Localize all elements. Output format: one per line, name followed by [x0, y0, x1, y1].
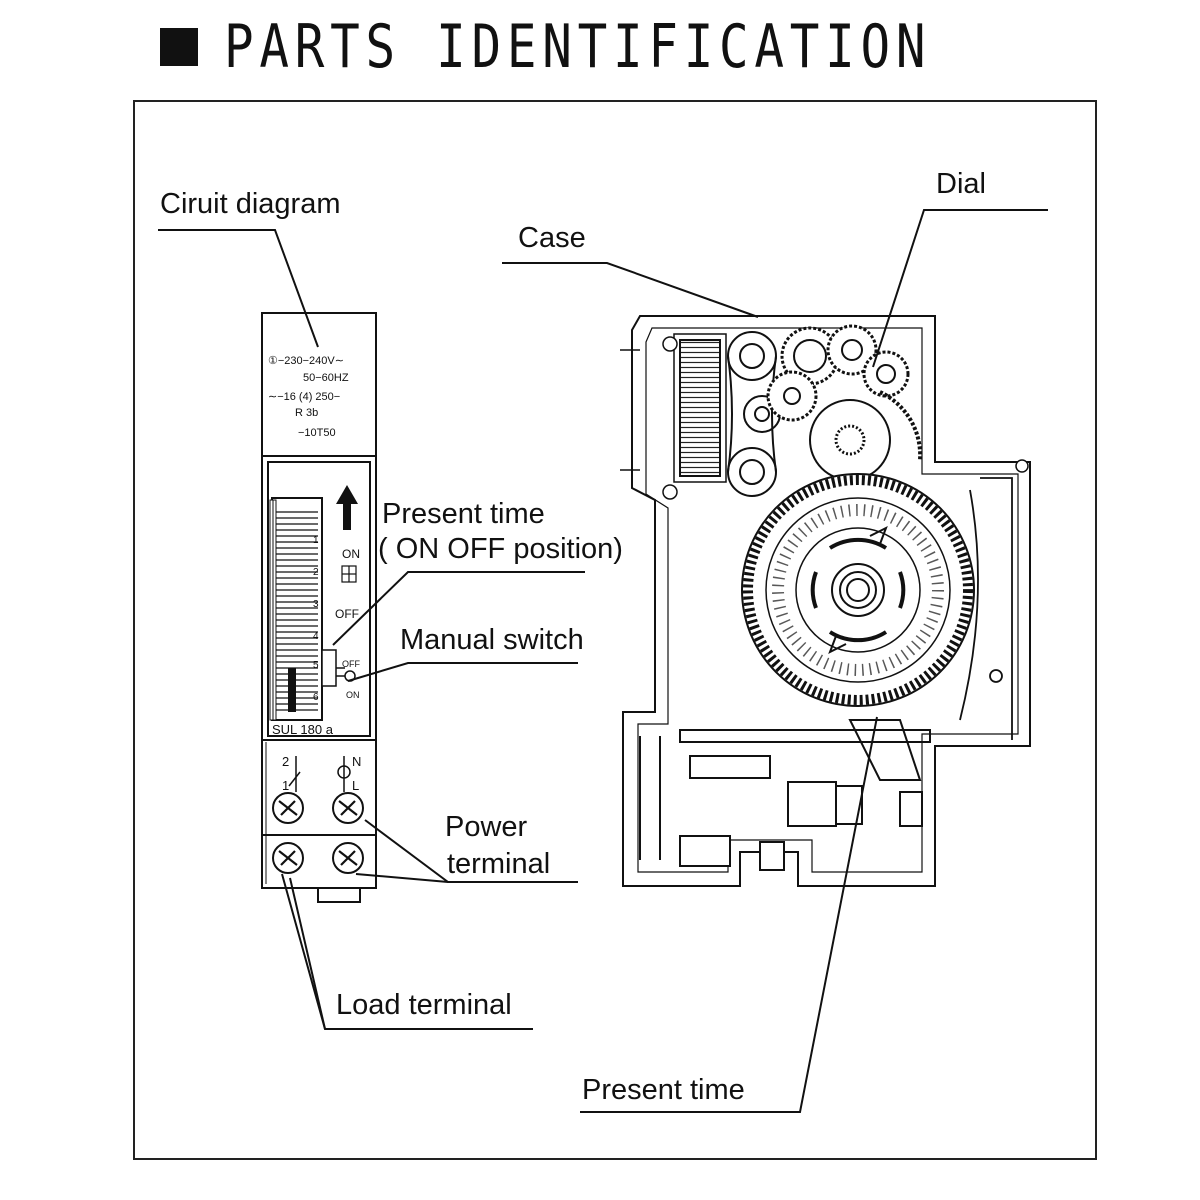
- spec-rating: ∼−16 (4) 250−: [268, 391, 340, 403]
- pin-block: [288, 668, 296, 712]
- label-present-time-on-off-1: Present time: [382, 498, 545, 530]
- up-arrow-icon: [336, 485, 358, 530]
- base-label: SUL 180 a: [272, 722, 334, 737]
- scale-4: 4: [313, 631, 319, 642]
- on-off-indicator-icon: [341, 565, 357, 583]
- scale-3: 3: [313, 599, 319, 610]
- page-title: PARTS IDENTIFICATION: [160, 12, 1086, 82]
- off-label: OFF: [335, 607, 359, 621]
- label-manual-switch: Manual switch: [400, 624, 584, 656]
- label-power-terminal-2: terminal: [447, 848, 551, 880]
- dial: [741, 473, 975, 707]
- manual-switch-knob: [321, 649, 356, 687]
- scale-1: 1: [313, 535, 319, 546]
- title-square-icon: [160, 28, 198, 66]
- spec-frequency: 50−60HZ: [303, 372, 349, 384]
- spring-block: [679, 339, 721, 477]
- spec-voltage: ①−230−240V∼: [268, 355, 344, 367]
- terminal-l-label: L: [352, 778, 359, 793]
- terminal-symbols: [288, 756, 351, 792]
- spec-model: −10T50: [298, 427, 336, 439]
- diagram-frame: [133, 100, 1097, 1160]
- pin-strip: [276, 511, 318, 711]
- terminal-2-label: 2: [282, 754, 289, 769]
- label-power-terminal-1: Power: [445, 811, 528, 843]
- switch-on-label: ON: [346, 690, 360, 700]
- on-label: ON: [342, 547, 360, 561]
- scale-6: 6: [313, 692, 319, 703]
- scale-2: 2: [313, 567, 319, 578]
- spec-mode: R 3b: [295, 407, 318, 419]
- title-text: PARTS IDENTIFICATION: [224, 12, 932, 82]
- label-present-time-on-off-2: ( ON OFF position): [378, 533, 623, 565]
- scale-5: 5: [313, 660, 319, 671]
- label-case: Case: [518, 222, 586, 254]
- case-screws: [662, 336, 1029, 500]
- terminal-1-label: 1: [282, 778, 289, 793]
- timer-front-view: [261, 312, 377, 903]
- switch-lever: [959, 477, 1013, 740]
- terminal-n-label: N: [352, 754, 361, 769]
- label-circuit-diagram: Ciruit diagram: [160, 188, 341, 220]
- label-present-time: Present time: [582, 1074, 745, 1106]
- switch-off-label: OFF: [342, 659, 360, 669]
- label-load-terminal: Load terminal: [336, 989, 512, 1021]
- pointer-lines: [158, 209, 1048, 1113]
- label-dial: Dial: [936, 168, 986, 200]
